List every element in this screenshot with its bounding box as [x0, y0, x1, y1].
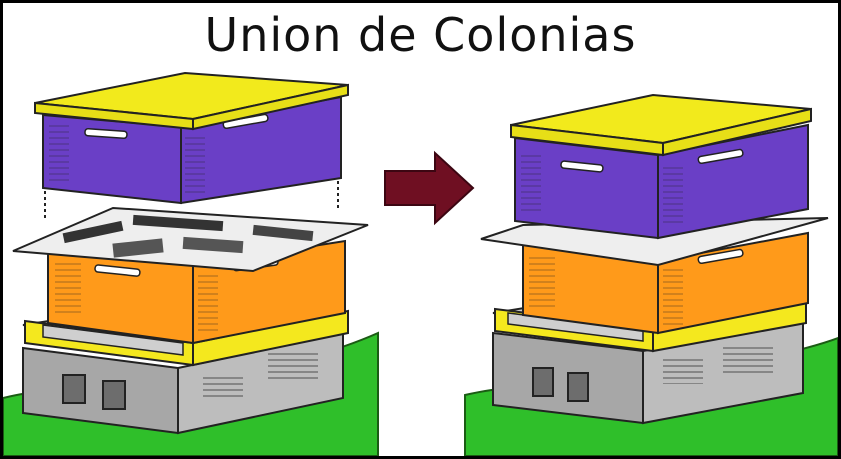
panel-after	[464, 93, 838, 456]
base-board-right	[494, 299, 807, 353]
bottom-box-right	[522, 231, 809, 335]
top-box-right	[514, 123, 809, 240]
newspaper-left	[12, 206, 369, 273]
diagram-title: Union de Colonias	[204, 8, 637, 62]
base-board-left	[24, 309, 349, 367]
lid-left	[34, 71, 349, 131]
right-arrow-icon	[384, 150, 475, 226]
newspaper-right	[480, 217, 829, 267]
hive-illustration	[3, 71, 838, 456]
panel-before	[3, 71, 379, 456]
lid-right	[510, 93, 812, 157]
